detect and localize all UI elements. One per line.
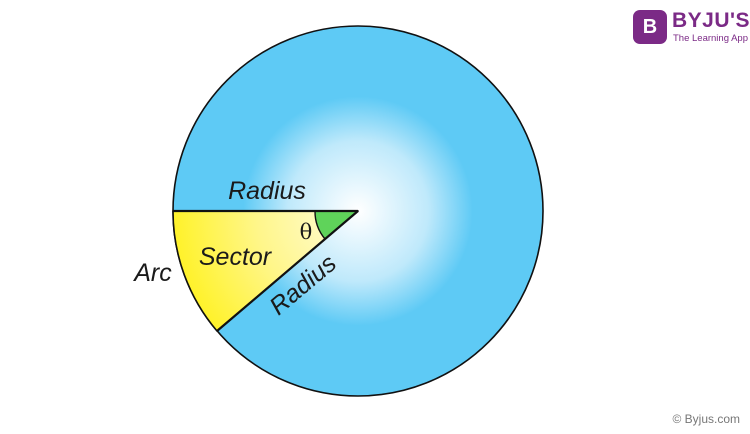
- angle-label: θ: [300, 220, 313, 244]
- arc-label: Arc: [132, 259, 172, 287]
- logo-badge-icon: B: [633, 10, 667, 44]
- byjus-logo: B BYJU'S The Learning App: [633, 8, 750, 48]
- copyright-text: © Byjus.com: [672, 412, 740, 426]
- radius-line-diagonal: [216, 210, 359, 332]
- radius-label-top: Radius: [228, 177, 306, 205]
- logo-tagline: The Learning App: [673, 33, 749, 44]
- sector-region: [172, 210, 359, 332]
- logo-name: BYJU'S: [672, 9, 750, 32]
- sector-label: Sector: [199, 243, 273, 271]
